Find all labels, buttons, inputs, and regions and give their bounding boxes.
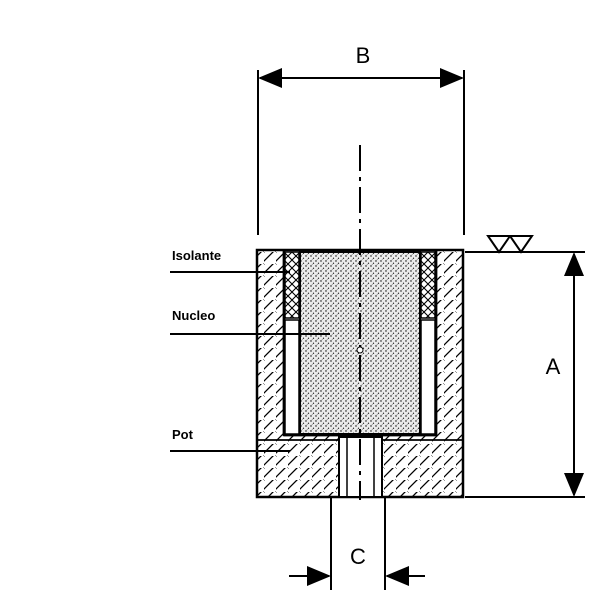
label-pot-group: Pot [170,427,290,452]
dimension-b: B [257,43,465,235]
dimension-c-label: C [350,544,366,569]
dimension-c: C [289,497,425,590]
label-isolante: Isolante [172,248,221,263]
label-nucleo: Nucleo [172,308,215,323]
surface-finish-symbol [486,235,534,254]
dimension-b-label: B [356,43,371,68]
dimension-a: A [465,251,585,498]
dimension-a-label: A [546,354,561,379]
label-isolante-group: Isolante [170,248,290,273]
winding-gap [284,319,436,435]
label-pot: Pot [172,427,194,442]
label-nucleo-group: Nucleo [170,308,330,335]
center-mark [356,346,364,354]
